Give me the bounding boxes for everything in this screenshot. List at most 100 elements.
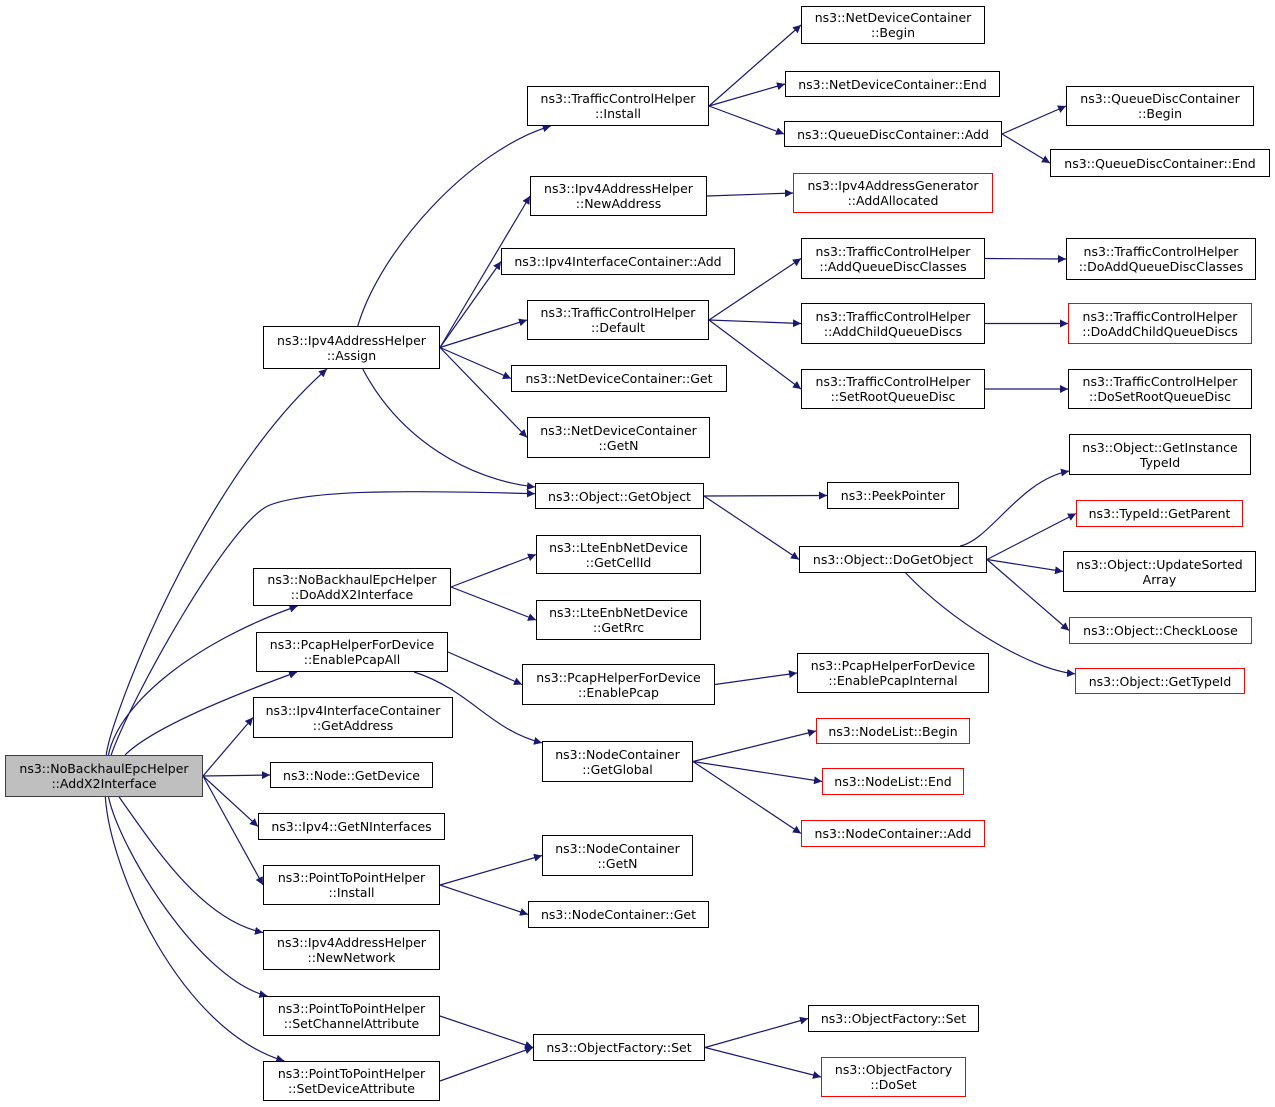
node-node-getdevice[interactable]: ns3::Node::GetDevice <box>270 762 433 788</box>
node-label-line: ns3::TrafficControlHelper <box>1083 244 1239 259</box>
node-tch-install[interactable]: ns3::TrafficControlHelper::Install <box>527 86 709 126</box>
node-label-line: ::AddAllocated <box>847 193 939 208</box>
edge-tch-default-to-tch-addqdclasses <box>708 258 802 321</box>
node-label-line: ::DoSet <box>870 1077 917 1092</box>
node-ndc-getn[interactable]: ns3::NetDeviceContainer::GetN <box>527 417 710 458</box>
edge-obj-dogetobject-to-typeid-getparent <box>986 512 1077 561</box>
node-label-line: ns3::NetDeviceContainer::Get <box>525 371 713 386</box>
edge-tch-install-to-ndc-end <box>708 82 786 107</box>
node-label-line: ns3::TrafficControlHelper <box>815 308 971 324</box>
node-pcap-enableall[interactable]: ns3::PcapHelperForDevice::EnablePcapAll <box>256 632 448 672</box>
node-label-line: ns3::NoBackhaulEpcHelper <box>19 761 189 776</box>
node-ndc-end[interactable]: ns3::NetDeviceContainer::End <box>785 71 1000 97</box>
edge-root-to-p2p-install <box>202 775 264 886</box>
node-tch-dosetrootqd[interactable]: ns3::TrafficControlHelper::DoSetRootQueu… <box>1068 369 1252 409</box>
edge-ipv4-assign-to-ipv4ic-add <box>439 261 502 348</box>
node-label-line: ns3::NoBackhaulEpcHelper <box>267 572 437 587</box>
node-label-line: ::SetRootQueueDisc <box>830 389 956 404</box>
edge-root-to-ipv4ah-newnetwork <box>118 796 264 935</box>
node-label-line: ns3::Node::GetDevice <box>283 767 420 783</box>
node-typeid-getparent[interactable]: ns3::TypeId::GetParent <box>1076 500 1243 527</box>
edge-p2p-install-to-nc-get <box>439 884 529 916</box>
edge-of-set-to-of-set2 <box>704 1016 809 1049</box>
node-qdc-add[interactable]: ns3::QueueDiscContainer::Add <box>784 121 1002 147</box>
node-label-line: ::GetN <box>598 437 639 453</box>
node-label-line: ns3::Ipv4AddressHelper <box>277 332 426 348</box>
node-p2p-install[interactable]: ns3::PointToPointHelper::Install <box>263 865 440 905</box>
node-label-line: ::EnablePcapAll <box>303 652 401 667</box>
node-nodelist-begin[interactable]: ns3::NodeList::Begin <box>816 718 970 744</box>
node-peekpointer[interactable]: ns3::PeekPointer <box>827 482 959 509</box>
node-ndc-get[interactable]: ns3::NetDeviceContainer::Get <box>511 365 727 392</box>
node-nc-add[interactable]: ns3::NodeContainer::Add <box>801 820 985 847</box>
node-label-line: ::AddQueueDiscClasses <box>819 258 967 274</box>
node-label-line: ::GetAddress <box>312 717 394 733</box>
node-ipv4-getninterfaces[interactable]: ns3::Ipv4::GetNInterfaces <box>258 813 445 840</box>
node-nc-getn[interactable]: ns3::NodeContainer::GetN <box>542 835 693 876</box>
node-pcap-enableinternal[interactable]: ns3::PcapHelperForDevice::EnablePcapInte… <box>797 653 989 693</box>
edge-ipv4-assign-to-ipv4ah-newaddr <box>439 195 531 348</box>
node-p2p-setchannelattr[interactable]: ns3::PointToPointHelper::SetChannelAttri… <box>263 996 440 1036</box>
edge-ipv4ah-newaddr-to-ipv4ag-addalloc <box>706 189 794 198</box>
edge-p2p-setdeviceattr-to-of-set <box>439 1046 534 1082</box>
node-label-line: ns3::Ipv4InterfaceContainer <box>265 702 441 718</box>
node-label-line: ns3::ObjectFactory <box>834 1062 953 1077</box>
edge-root-to-ipv4ic-getaddress <box>202 717 254 777</box>
edge-ipv4-assign-to-obj-getobject <box>362 368 536 491</box>
node-label-line: ns3::PcapHelperForDevice <box>536 669 701 685</box>
node-label-line: ns3::ObjectFactory::Set <box>820 1011 967 1026</box>
node-ipv4ah-newaddr[interactable]: ns3::Ipv4AddressHelper::NewAddress <box>530 176 707 216</box>
node-ipv4ah-newnetwork[interactable]: ns3::Ipv4AddressHelper::NewNetwork <box>263 930 440 970</box>
node-qdc-end[interactable]: ns3::QueueDiscContainer::End <box>1050 149 1270 177</box>
node-label-line: ns3::TrafficControlHelper <box>540 305 696 320</box>
node-label-line: ns3::PointToPointHelper <box>277 870 426 885</box>
node-ndc-begin[interactable]: ns3::NetDeviceContainer::Begin <box>801 6 985 44</box>
node-root: ns3::NoBackhaulEpcHelper::AddX2Interface <box>5 755 203 797</box>
node-tch-doaddchildqd[interactable]: ns3::TrafficControlHelper::DoAddChildQue… <box>1068 303 1252 344</box>
node-nc-get[interactable]: ns3::NodeContainer::Get <box>528 901 709 928</box>
node-tch-addqdclasses[interactable]: ns3::TrafficControlHelper::AddQueueDiscC… <box>801 238 985 279</box>
node-obj-getobject[interactable]: ns3::Object::GetObject <box>535 483 704 509</box>
node-label-line: ns3::LteEnbNetDevice <box>549 605 688 620</box>
node-of-set2[interactable]: ns3::ObjectFactory::Set <box>808 1005 979 1032</box>
node-label-line: ns3::TrafficControlHelper <box>815 243 971 259</box>
node-label-line: ns3::NodeContainer <box>555 746 680 762</box>
node-ipv4ic-getaddress[interactable]: ns3::Ipv4InterfaceContainer::GetAddress <box>253 697 453 738</box>
node-ipv4ag-addalloc[interactable]: ns3::Ipv4AddressGenerator::AddAllocated <box>793 173 993 213</box>
node-label-line: ::GetRrc <box>592 620 645 635</box>
node-p2p-setdeviceattr[interactable]: ns3::PointToPointHelper::SetDeviceAttrib… <box>263 1061 440 1101</box>
node-pcap-enable[interactable]: ns3::PcapHelperForDevice::EnablePcap <box>522 664 715 705</box>
node-nc-getglobal[interactable]: ns3::NodeContainer::GetGlobal <box>542 741 693 782</box>
node-obj-gettypeid[interactable]: ns3::Object::GetTypeId <box>1075 668 1245 694</box>
node-obj-checkloose[interactable]: ns3::Object::CheckLoose <box>1069 617 1252 644</box>
node-lte-getcellid[interactable]: ns3::LteEnbNetDevice::GetCellId <box>536 535 701 574</box>
node-nbeh-doaddx2[interactable]: ns3::NoBackhaulEpcHelper::DoAddX2Interfa… <box>253 568 451 606</box>
node-label-line: ::Assign <box>326 347 377 363</box>
node-obj-dogetobject[interactable]: ns3::Object::DoGetObject <box>799 546 987 573</box>
node-label-line: ns3::TrafficControlHelper <box>815 374 971 389</box>
edge-root-to-obj-getobject <box>110 489 536 756</box>
node-tch-setrootqd[interactable]: ns3::TrafficControlHelper::SetRootQueueD… <box>801 369 985 409</box>
node-tch-addchildqd[interactable]: ns3::TrafficControlHelper::AddChildQueue… <box>801 303 985 344</box>
node-label-line: ns3::PointToPointHelper <box>277 1066 426 1081</box>
node-lte-getrrc[interactable]: ns3::LteEnbNetDevice::GetRrc <box>536 600 701 640</box>
node-ipv4-assign[interactable]: ns3::Ipv4AddressHelper::Assign <box>263 326 440 369</box>
node-nodelist-end[interactable]: ns3::NodeList::End <box>822 768 964 795</box>
node-of-doset[interactable]: ns3::ObjectFactory::DoSet <box>821 1057 966 1097</box>
node-of-set[interactable]: ns3::ObjectFactory::Set <box>533 1034 705 1061</box>
node-label-line: ns3::TrafficControlHelper <box>1082 308 1238 324</box>
edge-obj-getobject-to-peekpointer <box>703 491 828 500</box>
edge-ipv4-assign-to-ndc-getn <box>439 347 528 438</box>
node-tch-default[interactable]: ns3::TrafficControlHelper::Default <box>527 300 709 340</box>
node-tch-doaddqdclasses[interactable]: ns3::TrafficControlHelper::DoAddQueueDis… <box>1066 238 1256 280</box>
node-ipv4ic-add[interactable]: ns3::Ipv4InterfaceContainer::Add <box>501 248 735 275</box>
edge-pcap-enableall-to-nc-getglobal <box>413 671 543 745</box>
edge-root-to-ipv4-getninterfaces <box>202 775 259 827</box>
edge-obj-dogetobject-to-obj-updatesortedarray <box>986 558 1064 575</box>
node-label-line: ns3::PointToPointHelper <box>277 1001 426 1016</box>
node-label-line: ns3::QueueDiscContainer::Add <box>797 126 989 142</box>
node-qdc-begin[interactable]: ns3::QueueDiscContainer::Begin <box>1066 86 1254 126</box>
